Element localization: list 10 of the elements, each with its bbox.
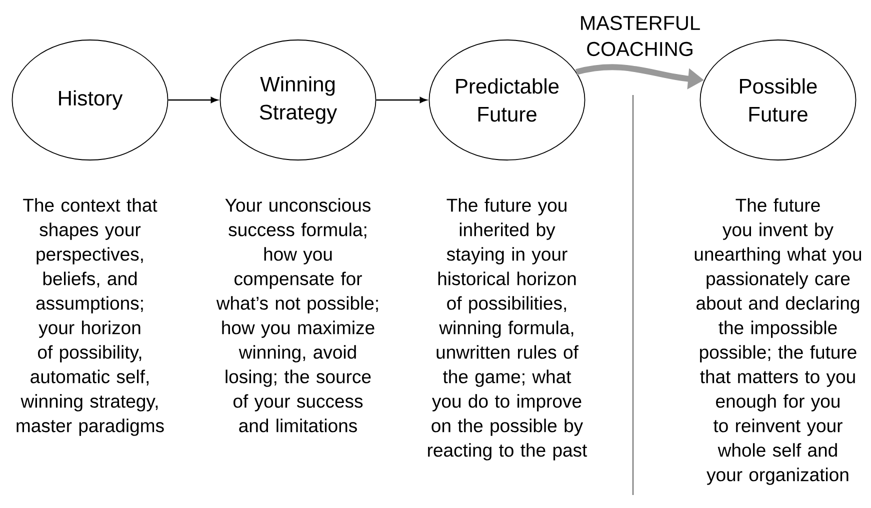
arrow [376, 97, 427, 103]
description-text: Your unconscious success formula; how you compensate for what’s not possible; how you maximize winning, avoid losing; the source of your success and limitations [216, 198, 378, 432]
ellipse-node: History [12, 40, 168, 160]
arrow [168, 97, 218, 103]
description-text: The future you invent by unearthing what you passionately care about and declaring the impossible possible; the future that matters to you enough for you to reinvent your whole self and your organization [694, 198, 862, 485]
ellipse-node: Winning Strategy [220, 40, 376, 160]
ellipse-node: Predictable Future [428, 40, 586, 160]
ellipse-node: Possible Future [700, 40, 856, 160]
description-text: The context that shapes your perspectives, beliefs, and assumptions; your horizon of possibility, automatic self, winning strategy, master paradigms [16, 198, 164, 436]
description-text: The future you inherited by staying in your historical horizon of possibilities, winning formula, unwritten rules of the game; what you do to improve on the possible by reacting to the past [428, 198, 588, 460]
